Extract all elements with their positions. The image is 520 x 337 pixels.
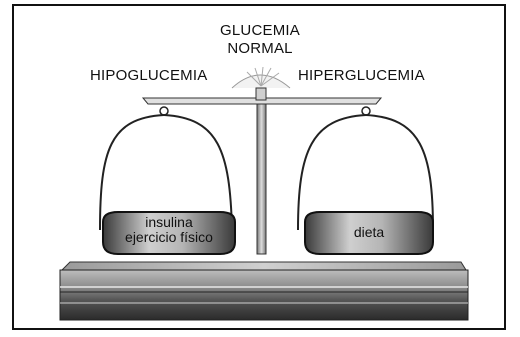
balance-pole — [257, 104, 266, 254]
left-weight-label: insulina ejercicio físico — [103, 215, 235, 245]
hipoglucemia-label: HIPOGLUCEMIA — [90, 67, 207, 84]
right-weight-label: dieta — [305, 225, 433, 240]
balance-beam — [143, 88, 381, 104]
hiperglucemia-label: HIPERGLUCEMIA — [298, 67, 425, 84]
glucemia-normal-title: GLUCEMIA NORMAL — [210, 22, 310, 58]
balance-dial — [232, 67, 290, 88]
balance-base — [60, 262, 468, 320]
center-title-line2: NORMAL — [210, 40, 310, 58]
left-weight-line1: insulina — [103, 215, 235, 230]
left-weight-line2: ejercicio físico — [103, 230, 235, 245]
center-title-line1: GLUCEMIA — [210, 22, 310, 40]
